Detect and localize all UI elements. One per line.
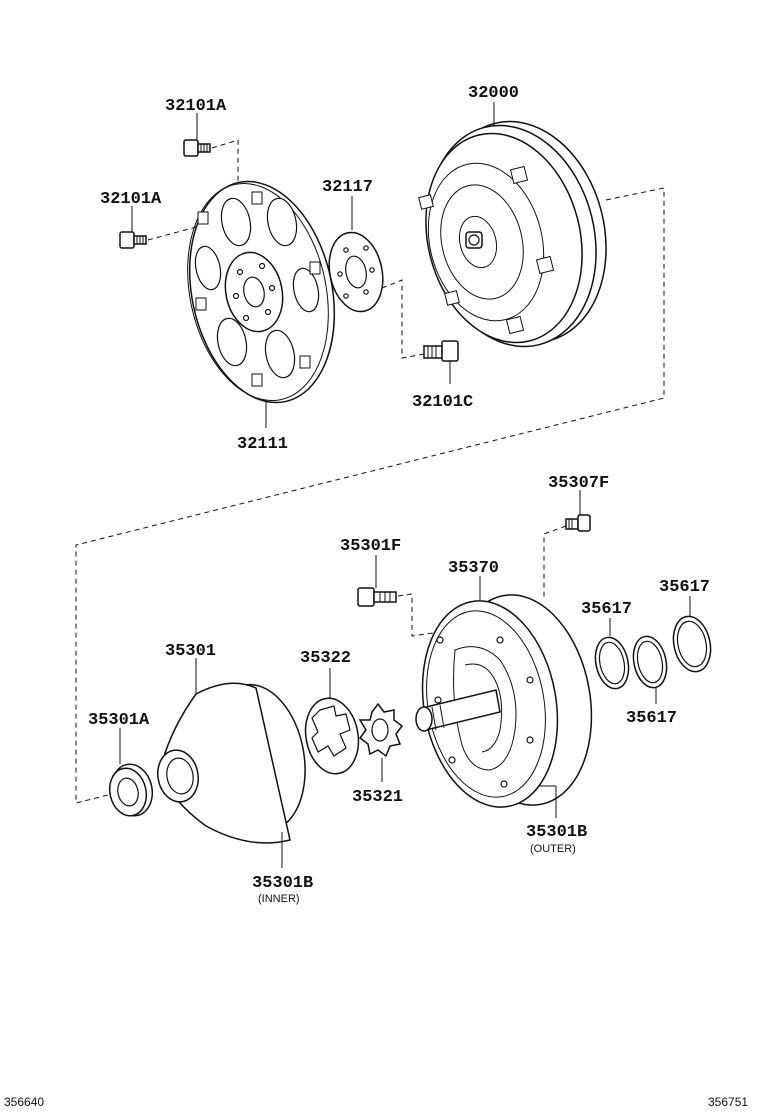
o-ring-35617-a[interactable] <box>591 634 633 692</box>
label-35370: 35370 <box>448 559 499 578</box>
label-32117: 32117 <box>322 178 373 197</box>
label-32101a-left: 32101A <box>100 190 162 209</box>
label-35617-a: 35617 <box>581 600 632 619</box>
label-32111: 32111 <box>237 435 288 454</box>
label-32000: 32000 <box>468 84 519 103</box>
sublabel-outer: (OUTER) <box>530 843 576 855</box>
oil-pump-body-35370[interactable] <box>407 584 607 818</box>
label-35617-c: 35617 <box>659 578 710 597</box>
label-35301f: 35301F <box>340 537 401 556</box>
bolt-32101a-left[interactable] <box>119 231 147 249</box>
footer-code-right: 356751 <box>708 1095 748 1109</box>
bolt-35301f[interactable] <box>357 587 397 607</box>
leader-32101c-dash <box>381 279 425 359</box>
assembly-boundary-line <box>75 187 665 804</box>
bolt-32101a-top[interactable] <box>183 139 211 157</box>
drive-gear-35321[interactable] <box>358 702 404 758</box>
bolt-35307f[interactable] <box>565 514 591 532</box>
label-35307f: 35307F <box>548 474 609 493</box>
pump-cover-35301[interactable] <box>154 677 316 844</box>
label-35617-b: 35617 <box>626 709 677 728</box>
drive-plate-32111[interactable] <box>169 168 354 416</box>
spacer-32117[interactable] <box>322 227 389 316</box>
o-ring-35617-b[interactable] <box>629 633 671 691</box>
sublabel-inner: (INNER) <box>258 893 300 905</box>
label-35321: 35321 <box>352 788 403 807</box>
label-32101a-top: 32101A <box>165 97 227 116</box>
driven-gear-35322[interactable] <box>300 694 364 778</box>
label-32101c: 32101C <box>412 393 473 412</box>
leader-35301f-dash <box>397 593 441 637</box>
leader-35307f-dash <box>543 525 567 600</box>
bolt-32101c[interactable] <box>423 340 459 362</box>
label-35301b-inner: 35301B <box>252 874 313 893</box>
footer-code-left: 356640 <box>4 1095 44 1109</box>
o-ring-35617-c[interactable] <box>669 613 716 675</box>
label-35322: 35322 <box>300 649 351 668</box>
oil-seal-35301a[interactable] <box>105 760 157 819</box>
label-35301: 35301 <box>165 642 216 661</box>
torque-converter-32000[interactable] <box>405 103 629 364</box>
label-35301a: 35301A <box>88 711 150 730</box>
label-35301b-outer: 35301B <box>526 823 587 842</box>
